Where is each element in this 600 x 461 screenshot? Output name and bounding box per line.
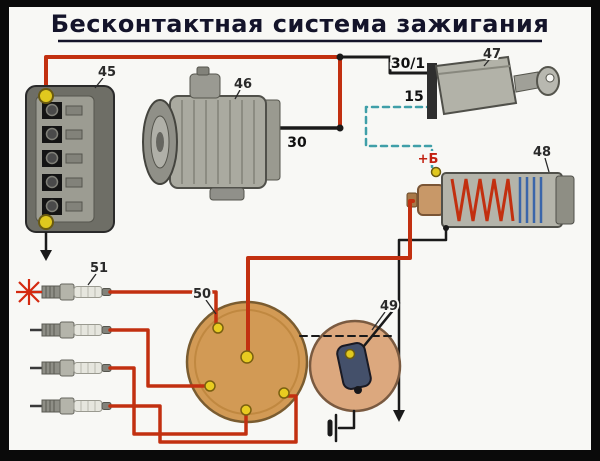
callout-line-51 — [87, 273, 97, 286]
callout-46-generator: 46 — [234, 77, 252, 92]
callout-line-45 — [94, 77, 104, 89]
wire-coil-hv-to-distributor — [246, 199, 415, 354]
commutator — [308, 319, 402, 413]
callout-line-47 — [483, 59, 490, 67]
switch-bracket — [427, 63, 437, 119]
switch-body — [434, 55, 518, 116]
wire-to-switch-30-1 — [338, 55, 433, 75]
spark-plug-2 — [28, 320, 113, 340]
wiring-under-layer — [44, 53, 448, 422]
ignition-switch — [427, 55, 560, 119]
wire-commutator-output — [362, 301, 401, 348]
coil-secondary-winding — [518, 177, 543, 223]
key-shaft — [513, 71, 539, 93]
callout-line-50 — [205, 299, 217, 315]
callout-lines — [87, 59, 550, 331]
distributor-contact-4 — [278, 387, 290, 399]
spark-plug-3 — [28, 358, 113, 378]
fuse-block — [25, 85, 115, 261]
fuse-ground-arrow — [40, 250, 52, 261]
distributor-contact-3 — [240, 404, 252, 416]
commutator-lower-dot — [354, 386, 362, 394]
key-hole — [545, 73, 555, 83]
wire-commutator-to-coil — [397, 226, 448, 414]
coil-k-terminal — [443, 225, 449, 231]
terminal-label-plus-b: +Б — [418, 152, 439, 167]
fuse-row-5 — [42, 198, 83, 215]
fuse-row-3 — [42, 150, 83, 167]
generator-mount-lug — [209, 187, 245, 201]
wire-commutator-ground — [337, 409, 356, 430]
wire-fuse-to-30-junction — [44, 55, 342, 130]
distributor-contact-1 — [212, 322, 224, 334]
junction-dot-30 — [336, 124, 344, 132]
generator — [142, 66, 281, 201]
generator-terminal-block — [189, 73, 221, 99]
fuse-terminal-bottom — [38, 214, 54, 230]
coil-primary-winding — [450, 178, 515, 222]
coil-plus-b-terminal — [430, 166, 442, 178]
terminal-label-15: 15 — [404, 89, 423, 105]
wiring-over-layer — [108, 199, 415, 444]
diagram-title: Бесконтактная система зажигания — [51, 10, 550, 38]
distributor-center-contact — [240, 350, 254, 364]
fuse-row-1 — [42, 102, 83, 119]
callout-49-commutator: 49 — [380, 299, 398, 314]
fuse-terminal-top — [38, 88, 54, 104]
terminal-label-30: 30 — [287, 135, 307, 151]
plug-wire-1 — [108, 290, 218, 328]
callout-47-ignition-switch: 47 — [483, 47, 501, 62]
generator-top-cap — [196, 66, 210, 76]
spark-plug-1 — [28, 282, 113, 302]
callout-48-ignition-coil: 48 — [533, 145, 551, 160]
spark-flash-icon — [16, 279, 42, 305]
ignition-coil — [406, 166, 575, 231]
plug-wire-3 — [108, 366, 248, 436]
distributor-contacts — [204, 322, 290, 416]
junction-dot-top — [336, 53, 344, 61]
plug-wire-2 — [108, 328, 210, 388]
spark-plug-4 — [28, 396, 113, 416]
plug-wire-4 — [108, 394, 298, 444]
switch-body-ridge — [437, 65, 511, 75]
callout-51-spark-plugs: 51 — [90, 261, 108, 276]
fuse-row-2 — [42, 126, 83, 143]
fuse-row-4 — [42, 174, 83, 191]
generator-shaft — [156, 132, 164, 152]
generator-fins — [181, 100, 255, 184]
distributor-contact-2 — [204, 380, 216, 392]
callout-45-fuse-block: 45 — [98, 65, 116, 80]
wire-switch-15-to-coil — [364, 105, 435, 170]
callout-line-49 — [371, 311, 386, 331]
commutator-terminal-dot — [344, 348, 356, 360]
coil-hv-tower — [417, 184, 445, 216]
callout-50-distributor: 50 — [193, 287, 211, 302]
ground-arrow — [393, 410, 405, 422]
spark-plugs — [16, 279, 113, 416]
coil-end-cap — [555, 175, 575, 225]
terminal-label-30-1: 30/1 — [391, 56, 425, 72]
callout-line-48 — [544, 157, 550, 173]
callout-line-46 — [234, 89, 241, 100]
